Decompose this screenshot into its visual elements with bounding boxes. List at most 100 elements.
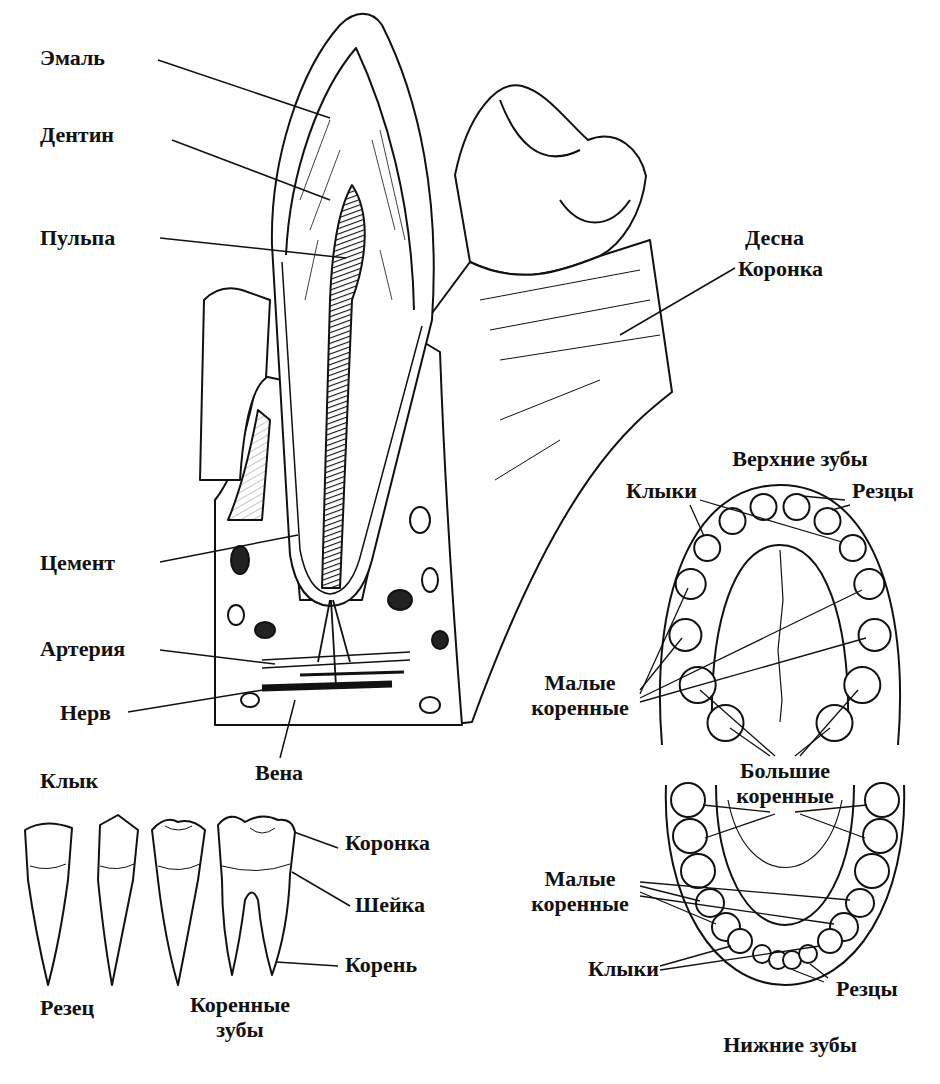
leader-line [276,962,338,966]
tooth [669,619,701,651]
leader-line [160,238,346,258]
leader-line [292,872,350,906]
bone-cavity [241,693,259,707]
bone-cavity [422,568,438,592]
tooth [855,854,889,888]
tooth [863,819,897,853]
tooth-detail [30,864,66,869]
part-label: Большие коренные [729,758,841,809]
neighbour-crown [455,85,646,275]
part-label: Десна [745,225,804,250]
part-label: Резцы [836,976,898,1001]
canine-tooth [98,815,138,985]
leader-line [700,500,842,542]
part-label: Клыки [588,956,659,981]
part-label: Малые коренные [524,866,636,917]
gum-shading [480,270,660,480]
leader-line [158,60,330,118]
tooth [840,535,866,561]
pulp [322,185,365,588]
leader-line [810,964,828,978]
leader-line [640,590,862,698]
leader-line [640,638,866,702]
tooth [694,535,720,561]
leader-line [160,535,298,562]
leader-line [640,638,682,690]
tooth [676,569,706,599]
leader-line [128,688,275,712]
tooth [818,929,842,953]
part-label: Нерв [60,700,111,725]
leader-line [793,970,824,982]
bone-cavity [420,697,440,713]
leader-line [640,892,716,924]
leader-line [832,505,850,510]
part-label: Коронка [738,256,823,281]
upper-arch [660,485,900,745]
leader-line [640,896,834,924]
leader-line [160,650,275,664]
artery [262,652,410,668]
part-label: Верхние зубы [715,446,885,471]
tooth [696,889,724,917]
tooth [817,705,853,741]
tooth [865,783,899,817]
leader-line [705,814,775,838]
leader-line [660,946,731,966]
tooth-section [272,14,434,606]
bone-cavity [228,605,244,625]
molar-tooth [218,816,295,975]
tooth [815,508,841,534]
tooth [681,854,715,888]
bone-cavity [410,507,430,533]
tongue-line [728,800,842,868]
leader-line [700,690,775,756]
bone-cavity [388,590,412,610]
crown-detail [500,100,630,223]
tooth [854,569,884,599]
leader-line [280,700,295,758]
part-label: Коренные зубы [184,992,296,1043]
tooth-detail [100,864,134,869]
gum-flap [200,288,270,480]
incisor-tooth [25,823,72,985]
leader-line [802,496,845,500]
leader-line [800,690,858,756]
leader-line [660,946,820,970]
part-label: Клыки [626,478,697,503]
vein [300,672,404,675]
tooth-detail [222,828,290,871]
tooth-detail [158,826,200,870]
leader-line [640,882,850,900]
part-label: Коронка [345,830,430,855]
tooth [844,667,880,703]
part-label: Цемент [40,550,115,575]
tooth [859,619,891,651]
leader-line [800,814,865,838]
part-label: Клык [40,768,98,793]
bone-cavity [255,622,275,638]
part-label: Малые коренные [524,670,636,721]
part-label: Вена [255,760,303,785]
part-label: Пульпа [40,225,115,250]
leader-line [640,886,700,901]
leader-line [172,140,330,200]
tooth [671,783,705,817]
tooth [673,819,707,853]
leader-line [620,268,735,335]
part-label: Корень [345,952,417,977]
tooth [846,889,874,917]
part-label: Нижние зубы [705,1032,875,1057]
part-label: Эмаль [40,45,105,70]
bone-cavity [432,631,448,649]
bone-base [215,724,462,726]
palate-suture [778,550,783,722]
part-label: Шейка [355,892,425,917]
leader-line [730,728,770,756]
bone-cavity [231,546,249,574]
leader-line [690,505,704,536]
leader-line [294,832,338,848]
